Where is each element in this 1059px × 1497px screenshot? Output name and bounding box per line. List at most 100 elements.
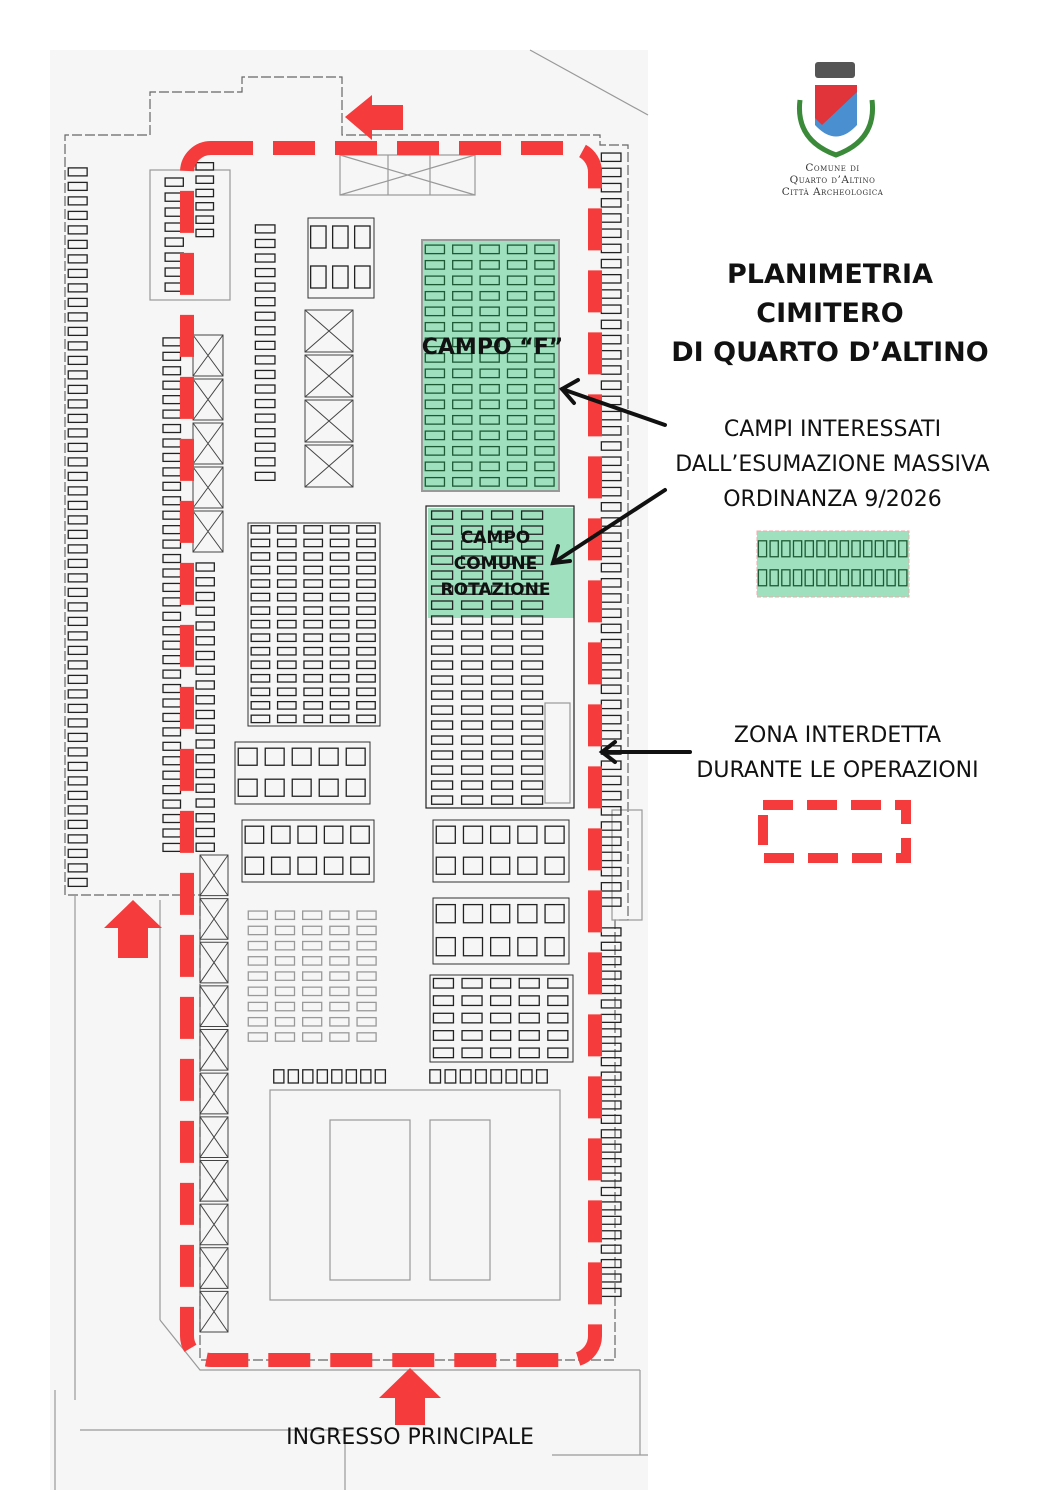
grave-plot bbox=[474, 1069, 487, 1084]
grave-plot bbox=[264, 747, 285, 766]
grave-plot bbox=[520, 555, 544, 565]
grave-plot bbox=[329, 673, 350, 683]
grave-plot bbox=[67, 631, 88, 641]
grave-plot bbox=[67, 573, 88, 583]
grave-plot bbox=[460, 540, 484, 550]
grave-plot bbox=[162, 539, 182, 549]
grave-plot bbox=[490, 540, 514, 550]
grave-plot bbox=[162, 669, 182, 679]
grave-plot bbox=[424, 306, 446, 317]
grave-plot bbox=[862, 569, 873, 587]
grave-plot bbox=[303, 633, 324, 643]
grave-plot bbox=[67, 747, 88, 757]
chapel-box bbox=[199, 898, 229, 940]
grave-plot bbox=[303, 687, 324, 697]
grave-plot bbox=[851, 569, 861, 587]
grave-plot bbox=[430, 780, 454, 790]
grave-plot bbox=[600, 623, 622, 634]
grave-plot bbox=[195, 754, 215, 764]
grave-plot bbox=[432, 1030, 455, 1041]
grave-plot bbox=[67, 225, 88, 235]
grave-plot bbox=[520, 765, 544, 775]
grave-plot bbox=[430, 600, 454, 610]
grave-plot bbox=[460, 705, 484, 715]
grave-plot bbox=[600, 1057, 622, 1067]
grave-plot bbox=[600, 1114, 622, 1124]
grave-plot bbox=[435, 825, 456, 844]
grave-plot bbox=[430, 735, 454, 745]
grave-block bbox=[247, 522, 381, 727]
grave-plot bbox=[517, 825, 538, 844]
grave-plot bbox=[331, 265, 349, 289]
grave-plot bbox=[303, 565, 324, 575]
grave-plot bbox=[534, 461, 555, 472]
campo-f-label: CAMPO “F” bbox=[421, 335, 564, 360]
grave-plot bbox=[506, 259, 528, 270]
grave-plot bbox=[356, 606, 376, 616]
grave-plot bbox=[898, 569, 908, 587]
grave-plot bbox=[254, 267, 276, 278]
grave-plot bbox=[250, 700, 271, 710]
grave-plot bbox=[479, 275, 500, 286]
grave-plot bbox=[430, 675, 454, 685]
grave-plot bbox=[600, 881, 622, 892]
grave-plot bbox=[600, 501, 622, 512]
chapel-box bbox=[192, 466, 224, 509]
grave-plot bbox=[356, 579, 376, 588]
grave-plot bbox=[254, 224, 276, 234]
grave-plot bbox=[769, 540, 779, 558]
grave-plot bbox=[792, 569, 803, 587]
grave-plot bbox=[600, 441, 622, 451]
grave-plot bbox=[67, 819, 88, 830]
grave-plot bbox=[520, 525, 544, 535]
grave-plot bbox=[360, 1069, 372, 1084]
grave-plot bbox=[273, 1069, 285, 1084]
grave-plot bbox=[67, 181, 88, 192]
grave-plot bbox=[254, 369, 276, 380]
grave-plot bbox=[67, 660, 88, 670]
grave-plot bbox=[534, 414, 555, 425]
grave-plot bbox=[462, 856, 484, 875]
chapel-box bbox=[304, 399, 354, 443]
grave-plot bbox=[462, 936, 484, 957]
grave-plot bbox=[424, 399, 446, 410]
grave-plot bbox=[424, 275, 446, 286]
grave-plot bbox=[195, 783, 215, 793]
arrow-up-icon bbox=[104, 900, 162, 958]
grave-plot bbox=[520, 750, 544, 760]
grave-plot bbox=[316, 1069, 329, 1084]
grave-plot bbox=[254, 355, 276, 365]
grave-plot bbox=[430, 555, 454, 565]
grave-plot bbox=[452, 368, 473, 379]
grave-plot bbox=[462, 825, 484, 844]
grave-plot bbox=[506, 290, 528, 301]
grave-plot bbox=[303, 660, 324, 670]
grave-plot bbox=[461, 995, 483, 1007]
chapel-box bbox=[199, 985, 229, 1028]
grave-plot bbox=[534, 259, 555, 270]
grave-plot bbox=[600, 1244, 622, 1254]
grave-plot bbox=[67, 834, 88, 844]
grave-plot bbox=[452, 306, 473, 317]
grave-plot bbox=[303, 525, 324, 534]
grave-plot bbox=[250, 592, 271, 602]
grave-plot bbox=[329, 700, 350, 710]
grave-plot bbox=[329, 925, 350, 936]
grave-plot bbox=[886, 569, 896, 587]
grave-plot bbox=[291, 778, 312, 797]
grave-plot bbox=[254, 326, 276, 336]
grave-plot bbox=[329, 1032, 350, 1042]
grave-plot bbox=[489, 1047, 512, 1059]
grave-plot bbox=[250, 565, 271, 575]
grave-plot bbox=[329, 646, 350, 656]
arrow-left-icon bbox=[345, 95, 403, 140]
grave-plot bbox=[424, 368, 446, 379]
grave-plot bbox=[424, 259, 446, 270]
grave-plot bbox=[424, 414, 446, 425]
grave-plot bbox=[67, 863, 88, 873]
grave-plot bbox=[432, 1012, 455, 1024]
grave-plot bbox=[479, 244, 500, 255]
grave-plot bbox=[804, 569, 815, 587]
grave-plot bbox=[329, 1001, 350, 1012]
grave-plot bbox=[303, 538, 324, 548]
